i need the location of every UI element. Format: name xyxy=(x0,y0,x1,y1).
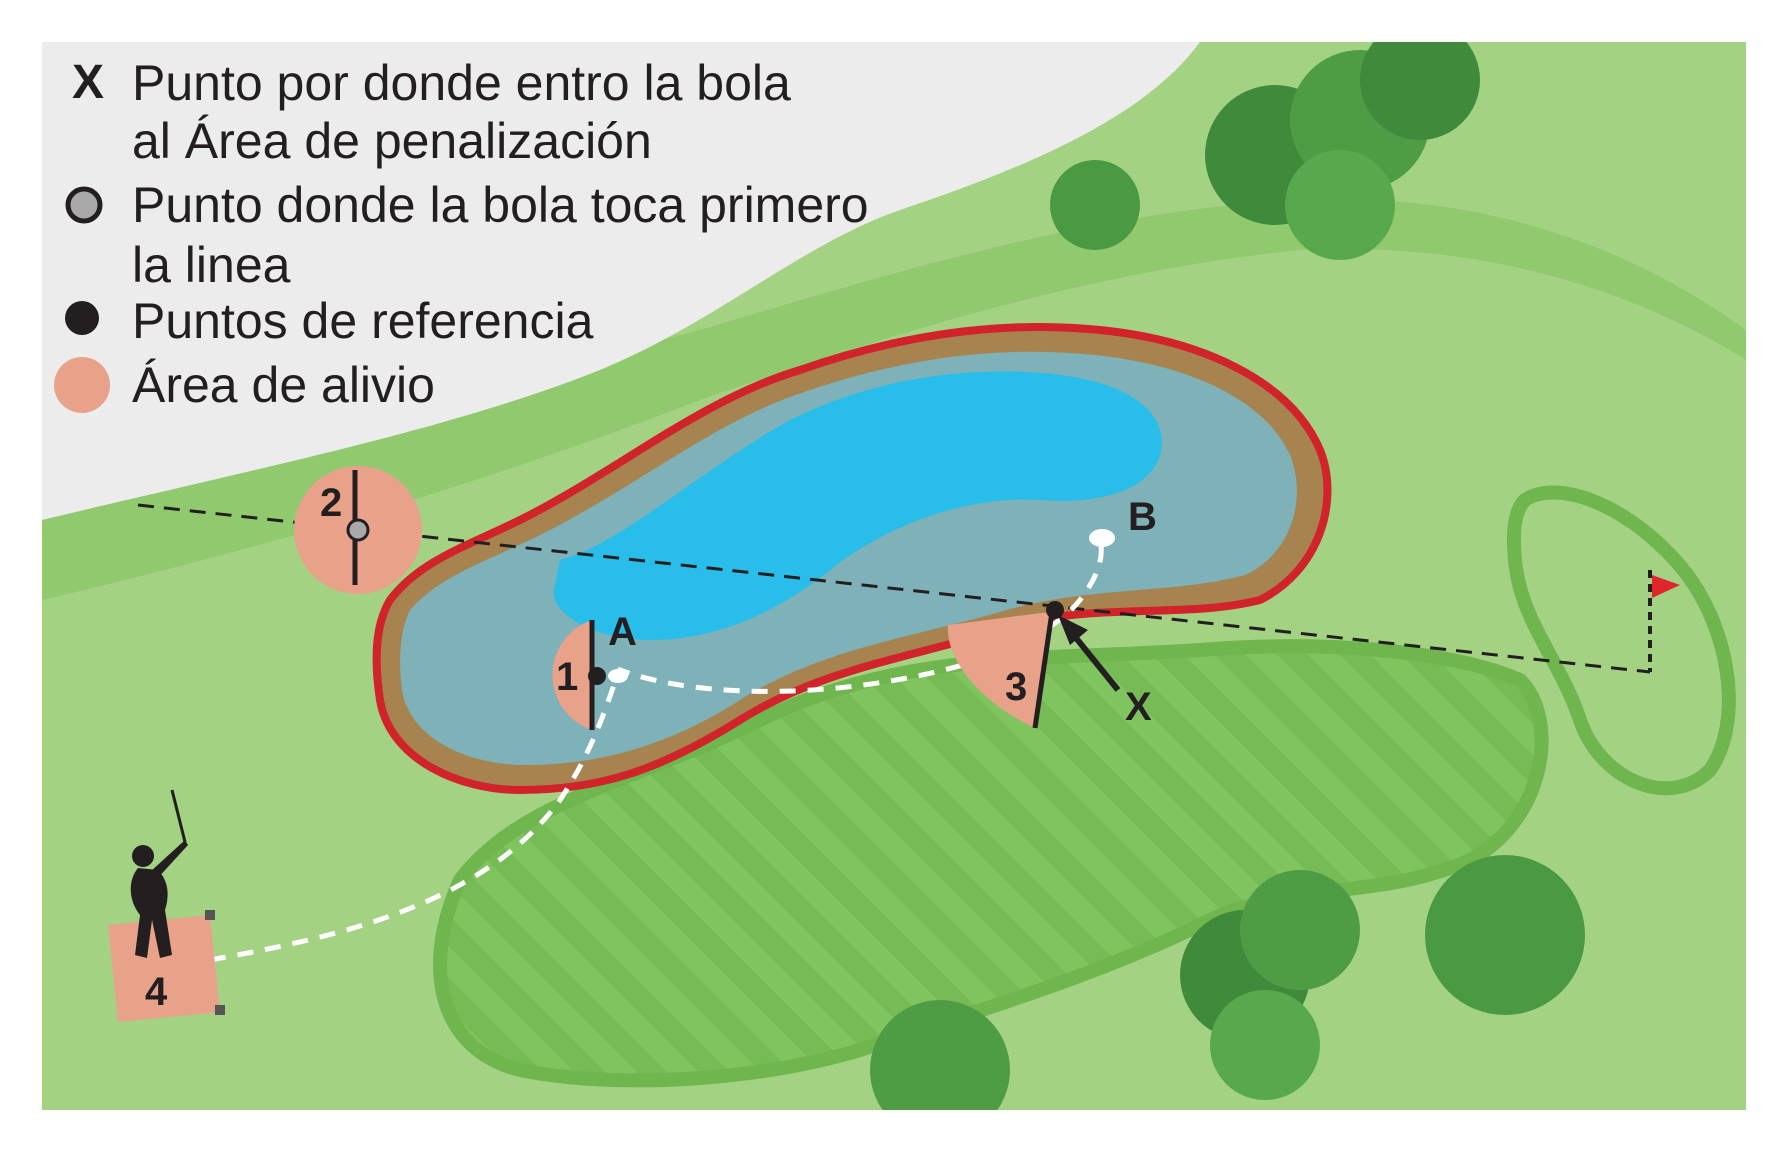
tee-marker-bottom xyxy=(215,1005,225,1015)
ball-a xyxy=(608,669,628,683)
reference-line xyxy=(137,503,1651,674)
legend-relief-icon xyxy=(54,357,110,413)
water-deep xyxy=(553,371,1162,640)
tree-group-bottom xyxy=(870,855,1585,1110)
point-a-label: A xyxy=(608,610,637,654)
legend-line-touch-line-2: la linea xyxy=(132,237,291,293)
relief-area-4 xyxy=(108,915,220,1022)
legend-relief-text: Área de alivio xyxy=(132,357,435,413)
fairway xyxy=(433,639,1549,1088)
ball-b xyxy=(1089,529,1115,547)
legend-reference-icon xyxy=(65,301,99,335)
area-2-label: 2 xyxy=(320,481,342,525)
reference-point-1 xyxy=(588,667,606,685)
putting-green xyxy=(1506,485,1736,796)
area-3-label: 3 xyxy=(1005,665,1027,709)
entry-arrow-head xyxy=(1058,615,1088,645)
golfer-icon xyxy=(130,789,188,958)
relief-area-1 xyxy=(552,620,592,730)
out-of-course-area xyxy=(42,42,1200,520)
entry-x-label: X xyxy=(1125,685,1152,729)
legend-line-touch-icon xyxy=(65,186,103,224)
line-touch-point-2 xyxy=(346,518,370,542)
club-length-3 xyxy=(1032,611,1055,729)
legend-entry-line-2: al Área de penalización xyxy=(132,113,652,169)
legend-x-symbol: X xyxy=(72,56,104,109)
legend-entry-line-1: Punto por donde entro la bola xyxy=(132,55,791,111)
reference-point-3 xyxy=(1046,601,1064,619)
legend-line-touch-line-1: Punto donde la bola toca primero xyxy=(132,177,869,233)
tree-group-top xyxy=(1050,42,1480,260)
relief-area-3 xyxy=(947,612,1052,728)
flag-icon xyxy=(1652,575,1680,598)
legend: X Punto por donde entro la bola al Área … xyxy=(54,55,869,413)
legend-reference-text: Puntos de referencia xyxy=(132,293,594,349)
point-b-label: B xyxy=(1128,495,1157,539)
area-4-label: 4 xyxy=(145,970,168,1014)
area-1-label: 1 xyxy=(556,655,578,699)
tee-marker-top xyxy=(205,910,215,920)
